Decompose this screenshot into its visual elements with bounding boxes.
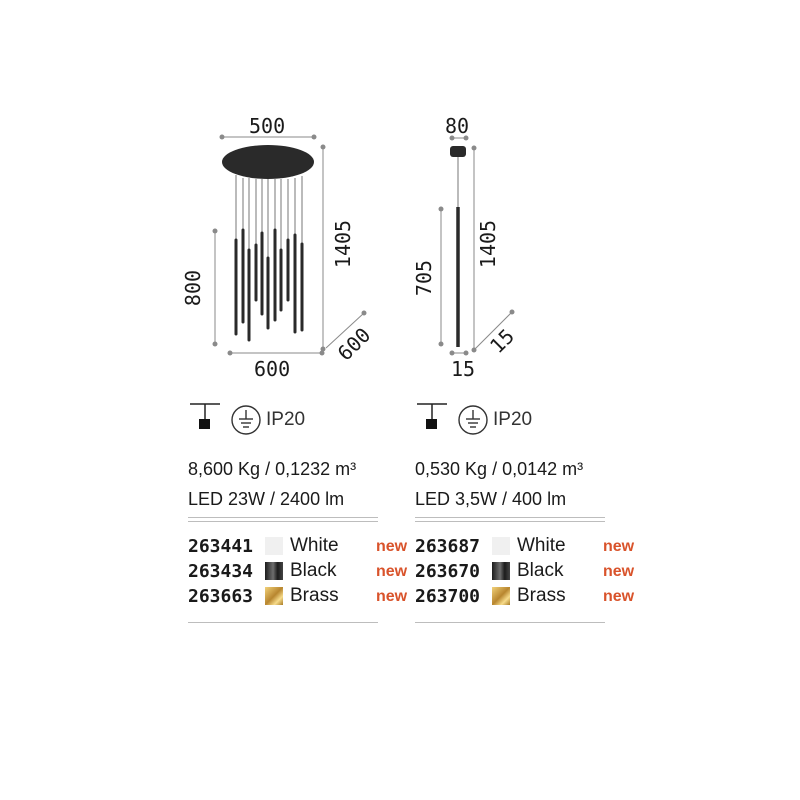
divider (188, 521, 378, 522)
weight-volume: 8,600 Kg / 0,1232 m³ (188, 459, 357, 479)
pendant-cluster-drawing (212, 134, 367, 356)
color-name: Black (290, 560, 337, 581)
variant-row: 263434 Black new (188, 560, 418, 584)
black-swatch-icon (492, 562, 510, 580)
ip-rating: IP20 (493, 409, 533, 430)
new-badge: new (603, 563, 635, 580)
new-badge: new (603, 588, 635, 605)
earth-ground-icon (458, 405, 488, 435)
divider (415, 521, 605, 522)
color-name: White (517, 535, 566, 556)
new-badge: new (376, 563, 408, 580)
dim-height-total: 1405 (476, 219, 500, 269)
variant-row: 263700 Brass new (415, 585, 645, 609)
dim-top-width: 500 (249, 114, 286, 138)
variant-row: 263441 White new (188, 535, 418, 559)
white-swatch-icon (492, 537, 510, 555)
pendant-single-drawing (438, 135, 515, 356)
dim-top-width: 80 (445, 114, 470, 138)
color-name: Brass (517, 585, 566, 606)
divider (188, 517, 378, 518)
color-name: Brass (290, 585, 339, 606)
led-spec: LED 23W / 2400 lm (188, 489, 345, 509)
brass-swatch-icon (492, 587, 510, 605)
divider (188, 622, 378, 623)
product-code: 263441 (188, 536, 254, 557)
pendant-mount-icon (417, 403, 447, 429)
new-badge: new (376, 588, 408, 605)
white-swatch-icon (265, 537, 283, 555)
divider (415, 517, 605, 518)
dim-height-rod: 705 (412, 259, 436, 297)
color-name: Black (517, 560, 564, 581)
new-badge: new (603, 538, 635, 555)
product-code: 263663 (188, 586, 254, 607)
product-code: 263687 (415, 536, 481, 557)
product-code: 263670 (415, 561, 481, 582)
product-code: 263434 (188, 561, 254, 582)
variant-row: 263687 White new (415, 535, 645, 559)
pendant-mount-icon (190, 403, 220, 429)
divider (415, 622, 605, 623)
dim-base-width: 600 (254, 357, 291, 381)
color-name: White (290, 535, 339, 556)
black-swatch-icon (265, 562, 283, 580)
dim-height-total: 1405 (331, 219, 355, 269)
new-badge: new (376, 538, 408, 555)
variant-row: 263670 Black new (415, 560, 645, 584)
brass-swatch-icon (265, 587, 283, 605)
variant-row: 263663 Brass new (188, 585, 418, 609)
dim-base-width: 15 (451, 357, 476, 381)
weight-volume: 0,530 Kg / 0,0142 m³ (415, 459, 584, 479)
led-spec: LED 3,5W / 400 lm (415, 489, 567, 509)
ip-rating: IP20 (266, 409, 306, 430)
dim-height-cluster: 800 (181, 269, 205, 307)
product-code: 263700 (415, 586, 481, 607)
earth-ground-icon (231, 405, 261, 435)
